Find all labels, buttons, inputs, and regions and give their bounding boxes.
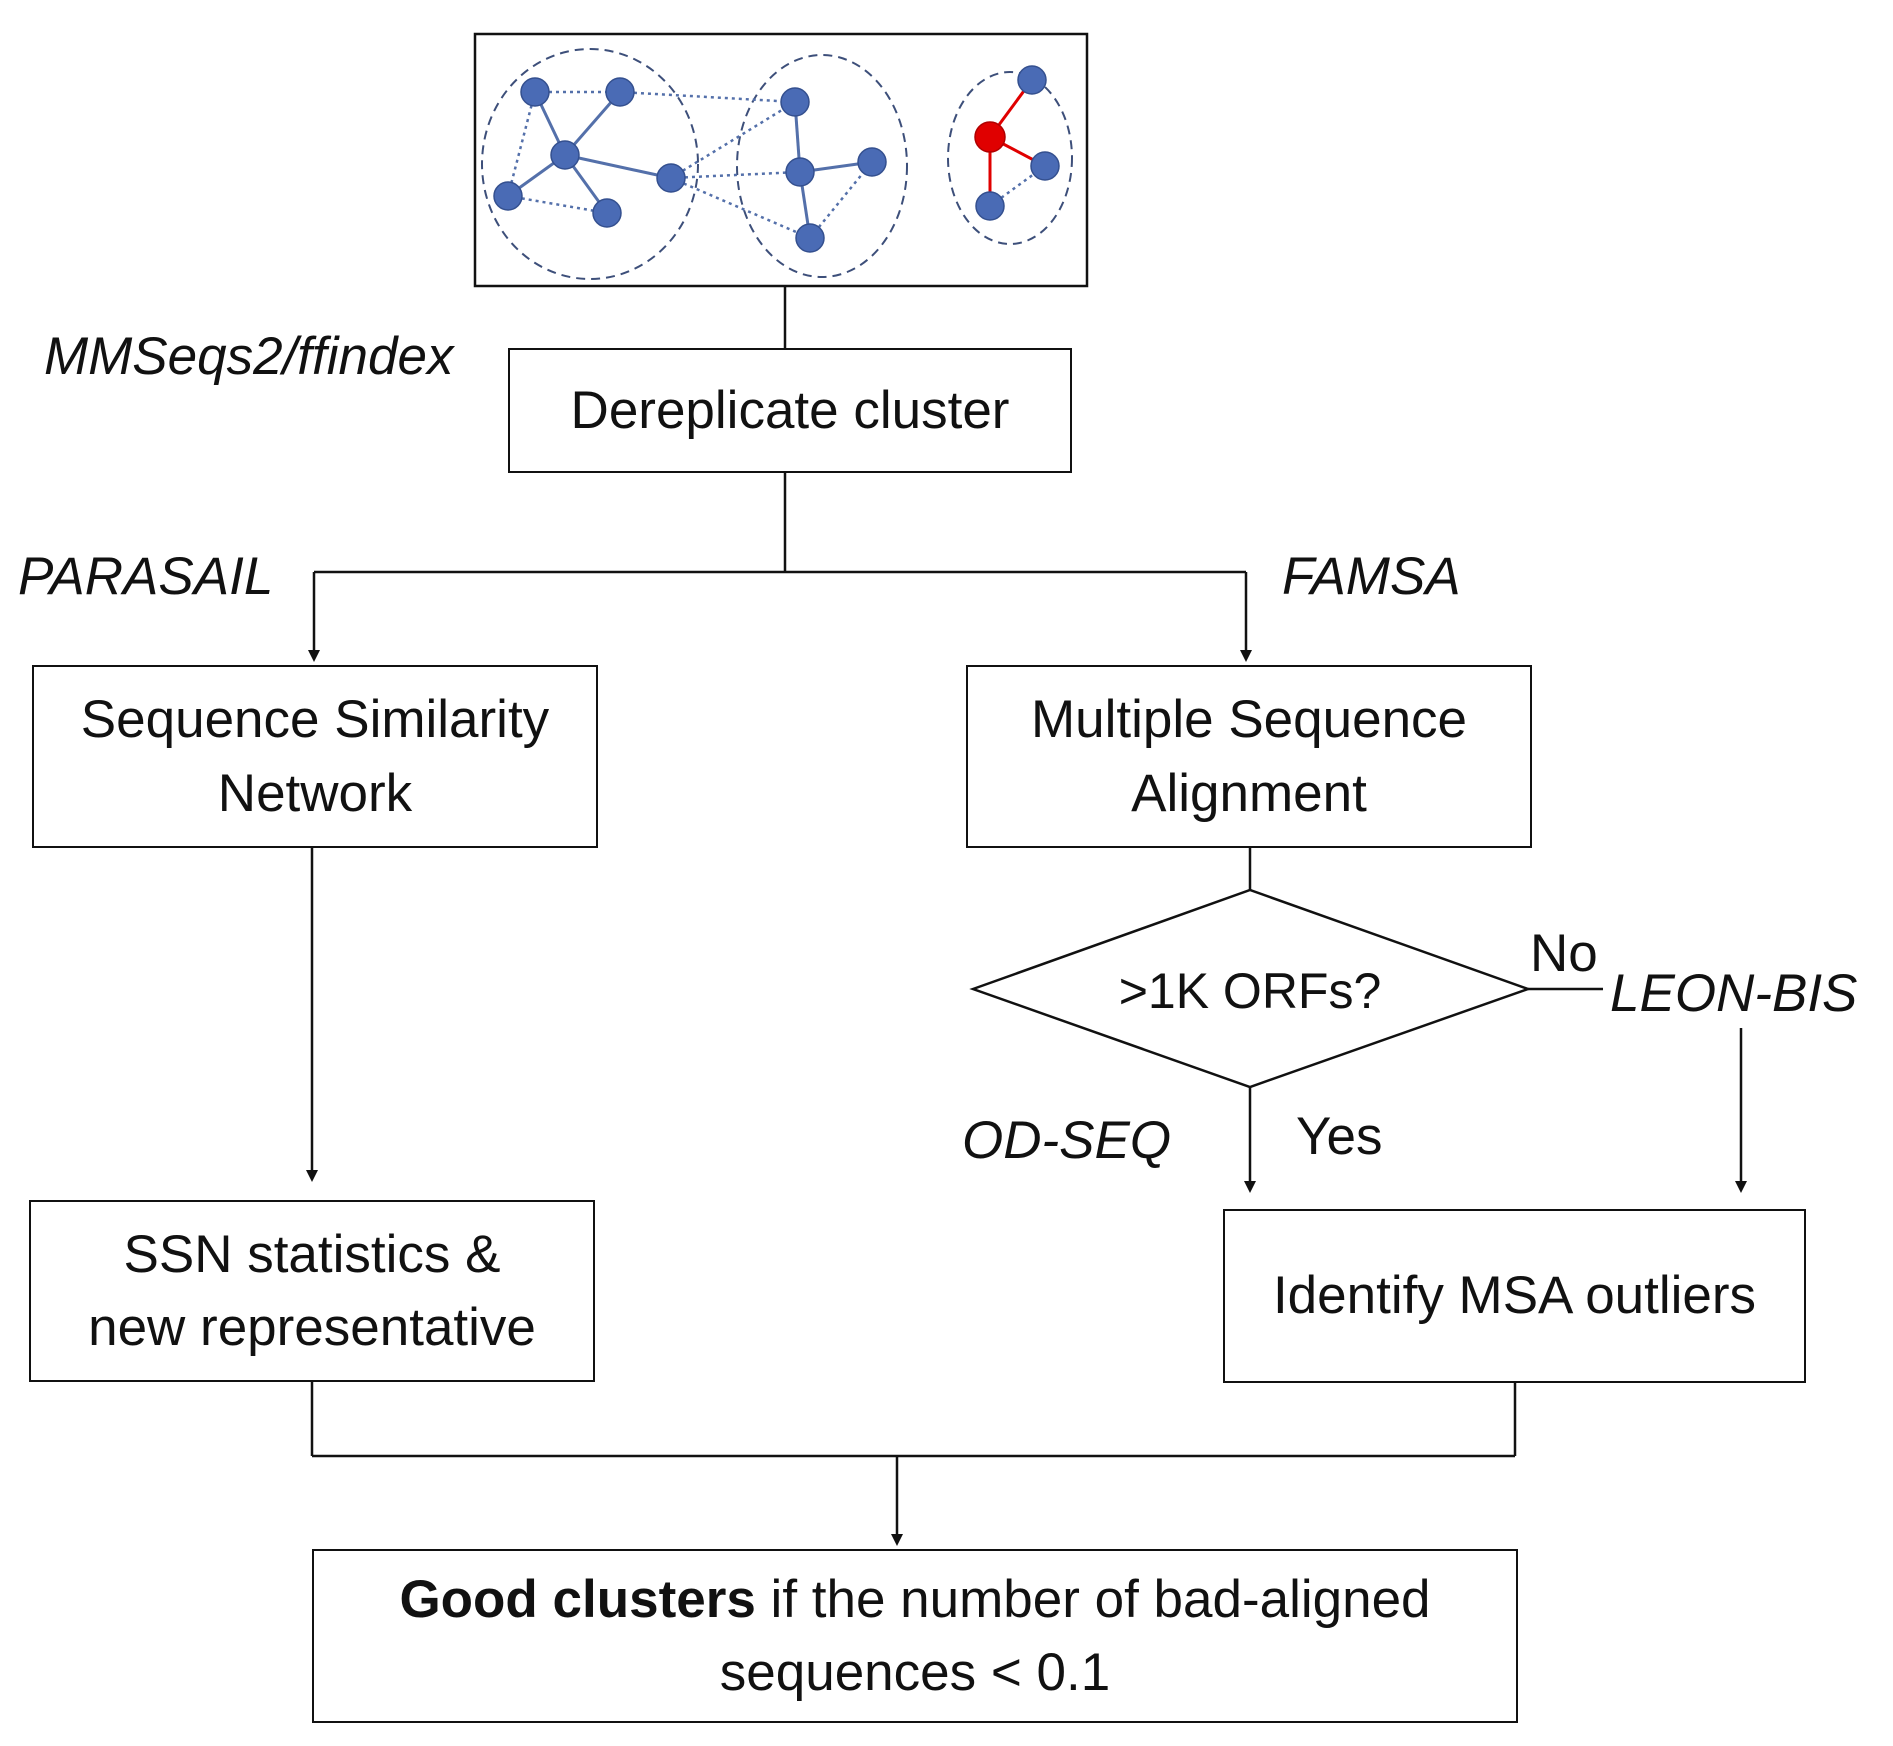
cluster-network-illustration bbox=[473, 32, 1089, 288]
network-node bbox=[550, 140, 580, 170]
ssn-statistics-box: SSN statistics & new representative bbox=[29, 1200, 595, 1382]
multiple-sequence-alignment-box: Multiple Sequence Alignment bbox=[966, 665, 1532, 848]
network-node bbox=[1017, 65, 1047, 95]
identify-msa-outliers-box: Identify MSA outliers bbox=[1223, 1209, 1806, 1383]
ssn-stats-line1: SSN statistics & bbox=[123, 1224, 501, 1284]
dereplicate-cluster-text: Dereplicate cluster bbox=[570, 380, 1010, 440]
good-clusters-box: Good clusters if the number of bad-align… bbox=[312, 1549, 1518, 1723]
ssn-stats-line2: new representative bbox=[88, 1298, 536, 1357]
msa-text-line2: Alignment bbox=[1131, 763, 1367, 823]
decision-yes-label: Yes bbox=[1296, 1107, 1383, 1166]
network-node bbox=[785, 157, 815, 187]
network-node bbox=[592, 198, 622, 228]
good-clusters-line1: Good clusters if the number of bad-align… bbox=[399, 1563, 1430, 1636]
decision-question: >1K ORFs? bbox=[1118, 963, 1382, 1019]
network-node bbox=[1030, 151, 1060, 181]
network-node bbox=[656, 163, 686, 193]
cluster-ellipse-3 bbox=[947, 71, 1073, 245]
mmseqs-tool-label: MMSeqs2/ffindex bbox=[44, 327, 454, 386]
network-node bbox=[795, 223, 825, 253]
leon-bis-tool-label: LEON-BIS bbox=[1610, 964, 1858, 1023]
network-node bbox=[857, 147, 887, 177]
network-node bbox=[780, 87, 810, 117]
ssn-text-line2: Network bbox=[217, 763, 413, 823]
parasail-tool-label: PARASAIL bbox=[18, 547, 274, 606]
network-node bbox=[605, 77, 635, 107]
outliers-text: Identify MSA outliers bbox=[1272, 1266, 1757, 1326]
cluster-ellipse-1 bbox=[481, 48, 699, 280]
famsa-tool-label: FAMSA bbox=[1282, 547, 1461, 606]
good-clusters-bold: Good clusters bbox=[399, 1569, 756, 1629]
network-node bbox=[975, 191, 1005, 221]
network-node bbox=[520, 77, 550, 107]
cluster-ellipse-2 bbox=[736, 54, 908, 278]
ssn-text-line1: Sequence Similarity bbox=[80, 690, 550, 750]
representative-node-red bbox=[974, 121, 1006, 153]
dereplicate-cluster-box: Dereplicate cluster bbox=[508, 348, 1072, 473]
sequence-similarity-network-box: Sequence Similarity Network bbox=[32, 665, 598, 848]
od-seq-tool-label: OD-SEQ bbox=[962, 1111, 1172, 1170]
good-clusters-rest: if the number of bad-aligned bbox=[755, 1569, 1431, 1629]
decision-diamond bbox=[969, 888, 1532, 1089]
decision-no-label: No bbox=[1530, 924, 1598, 983]
msa-text-line1: Multiple Sequence bbox=[1030, 690, 1468, 750]
network-node bbox=[493, 181, 523, 211]
good-clusters-line2: sequences < 0.1 bbox=[719, 1643, 1111, 1702]
